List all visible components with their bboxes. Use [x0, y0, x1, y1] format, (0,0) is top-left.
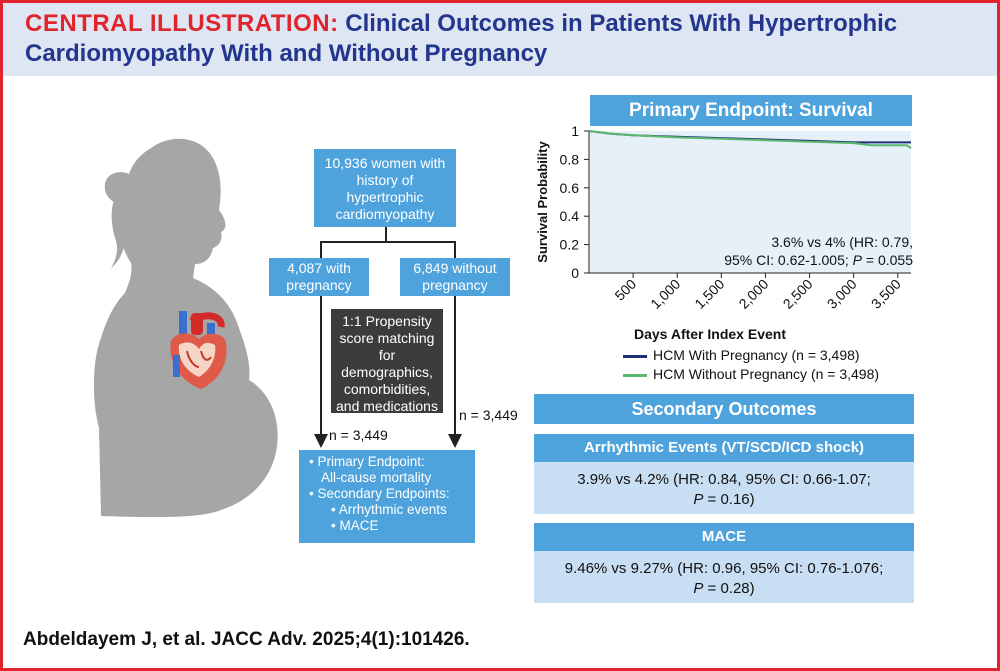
endpoints-box: • Primary Endpoint: All-cause mortality … — [299, 450, 475, 543]
y-tick-label: 0 — [571, 265, 579, 281]
arrow-right-line — [454, 296, 456, 436]
arrow-right-head — [448, 434, 462, 448]
survival-annotation: 3.6% vs 4% (HR: 0.79, 95% CI: 0.62-1.005… — [724, 234, 913, 268]
mace-result: 9.46% vs 9.27% (HR: 0.96, 95% CI: 0.76-1… — [534, 551, 914, 603]
x-tick-label: 2,000 — [735, 276, 771, 312]
x-axis-label: Days After Index Event — [634, 326, 786, 342]
x-tick-label: 2,500 — [780, 276, 816, 312]
y-tick-label: 0.4 — [560, 208, 580, 224]
x-tick-label: 3,500 — [868, 276, 904, 312]
arrhythmic-result: 3.9% vs 4.2% (HR: 0.84, 95% CI: 0.66-1.0… — [534, 462, 914, 514]
mace-header: MACE — [534, 523, 914, 551]
y-tick-label: 0.8 — [560, 151, 580, 167]
arrow-left-line — [320, 296, 322, 436]
title-banner: CENTRAL ILLUSTRATION: Clinical Outcomes … — [3, 3, 997, 76]
plot-background — [589, 131, 911, 273]
y-axis-label: Survival Probability — [535, 141, 550, 263]
y-tick-label: 0.6 — [560, 180, 580, 196]
heart-icon — [170, 311, 227, 389]
x-tick-label: 1,500 — [691, 276, 727, 312]
connector-left — [320, 241, 322, 259]
n-right-label: n = 3,449 — [459, 407, 518, 423]
arrow-left-head — [314, 434, 328, 448]
cohort-box: 10,936 women with history of hypertrophi… — [314, 149, 456, 227]
survival-header: Primary Endpoint: Survival — [590, 95, 912, 126]
chart-legend: HCM With Pregnancy (n = 3,498) HCM Witho… — [623, 346, 879, 384]
title-lead: CENTRAL ILLUSTRATION: — [25, 10, 339, 37]
propensity-matching-box: 1:1 Propensity score matching for demogr… — [331, 309, 443, 414]
legend-item-pregnancy: HCM With Pregnancy (n = 3,498) — [623, 346, 879, 365]
figure-title: CENTRAL ILLUSTRATION: Clinical Outcomes … — [25, 9, 985, 69]
x-tick-label: 1,000 — [647, 276, 683, 312]
series-line-without-pregnancy — [588, 130, 912, 149]
citation: Abdeldayem J, et al. JACC Adv. 2025;4(1)… — [23, 629, 470, 650]
x-tick-label: 500 — [611, 276, 639, 304]
x-tick-label: 3,000 — [824, 276, 860, 312]
connector-split — [320, 241, 456, 243]
arrhythmic-header: Arrhythmic Events (VT/SCD/ICD shock) — [534, 434, 914, 462]
y-tick-label: 0.2 — [560, 237, 580, 253]
n-left-label: n = 3,449 — [329, 427, 388, 443]
pregnancy-box: 4,087 with pregnancy — [269, 258, 369, 296]
title-text: Clinical Outcomes in Patients With Hyper… — [25, 10, 898, 67]
connector-top — [385, 227, 387, 241]
secondary-outcomes-header: Secondary Outcomes — [534, 394, 914, 424]
y-tick-label: 1 — [571, 123, 579, 139]
no-pregnancy-box: 6,849 without pregnancy — [400, 258, 510, 296]
connector-right — [454, 241, 456, 259]
legend-item-no-pregnancy: HCM Without Pregnancy (n = 3,498) — [623, 365, 879, 384]
